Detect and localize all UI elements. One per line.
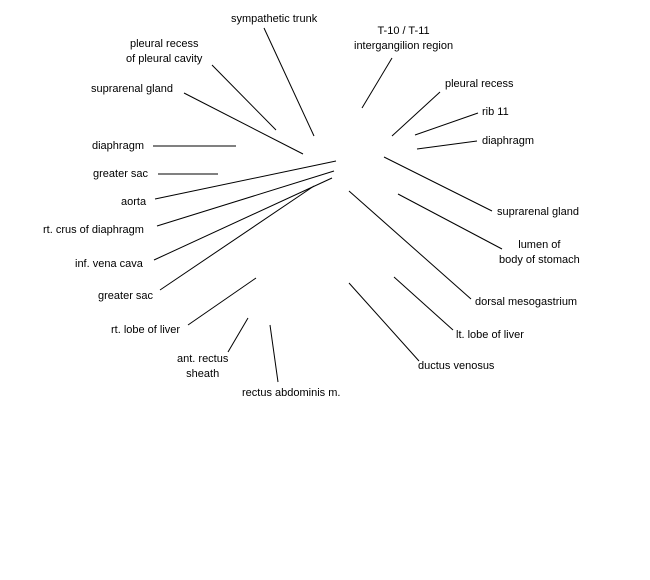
leader-ant-rectus-sheath [227,317,249,353]
label-diaphragm-left: diaphragm [92,140,144,152]
leader-sympathetic-trunk [263,27,315,137]
leader-rt-crus [156,170,335,227]
label-suprarenal-gland-left: suprarenal gland [91,83,173,95]
leader-dorsal-mesogastrium [348,190,472,300]
label-lumen-stomach: lumen of body of stomach [499,239,580,266]
leader-inf-vena-cava [153,177,333,261]
leader-greater-sac-lower [159,185,315,291]
label-greater-sac-upper: greater sac [93,168,149,180]
leader-rectus-abdominis [269,324,279,383]
leader-pleural-recess [391,91,441,137]
label-pleural-recess-cavity: pleural recess of pleural cavity [126,38,203,65]
label-greater-sac-lower: greater sac [98,290,154,302]
label-sympathetic-trunk: sympathetic trunk [231,13,318,25]
leader-suprarenal-gland-left [183,92,304,155]
label-ant-rectus-sheath: ant. rectus sheath [177,353,229,380]
label-inf-vena-cava: inf. vena cava [75,258,143,270]
label-rt-crus: rt. crus of diaphragm [43,224,144,236]
label-t10-t11: T-10 / T-11 intergangilion region [354,25,454,52]
label-suprarenal-gland-right: suprarenal gland [497,206,579,218]
leader-lt-lobe-liver [393,276,454,331]
label-ductus-venosus: ductus venosus [418,360,495,372]
label-rectus-abdominis: rectus abdominis m. [242,387,341,399]
leader-rib-11 [414,112,479,136]
leader-t10-t11 [361,57,393,109]
label-pleural-recess: pleural recess [445,78,514,90]
label-diaphragm-right: diaphragm [482,135,534,147]
leader-suprarenal-gland-right [383,156,493,212]
leader-pleural-recess-cavity [211,64,277,131]
label-rt-lobe-liver: rt. lobe of liver [111,324,181,336]
leader-lumen-stomach [397,193,503,250]
label-rib-11: rib 11 [482,106,509,118]
leader-diaphragm-right [416,140,478,150]
leader-ductus-venosus [348,282,420,362]
label-aorta: aorta [121,196,147,208]
leader-rt-lobe-liver [187,277,257,326]
leader-aorta [154,160,337,200]
label-lt-lobe-liver: lt. lobe of liver [456,329,524,341]
label-dorsal-mesogastrium: dorsal mesogastrium [475,296,578,308]
